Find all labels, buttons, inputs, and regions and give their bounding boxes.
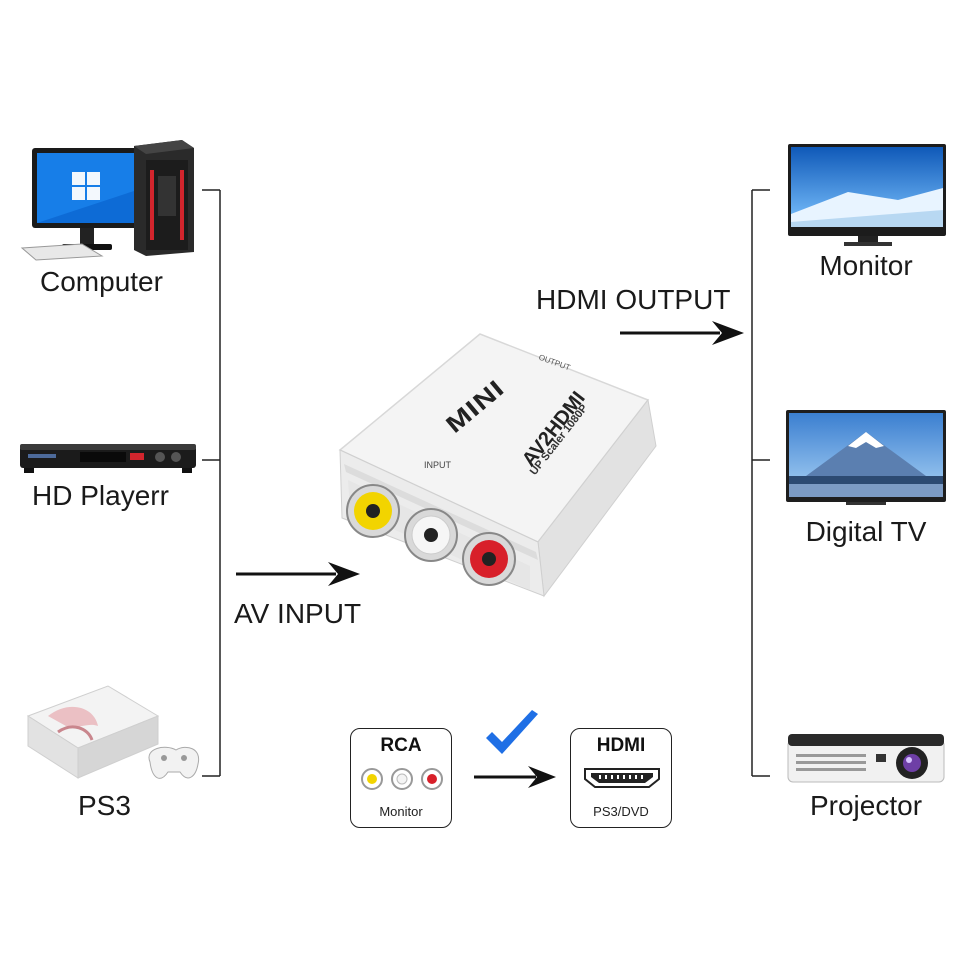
- computer-label: Computer: [40, 266, 163, 297]
- check-icon: [484, 710, 540, 762]
- av-input-arrow: [236, 560, 364, 588]
- hdmi-legend-box: HDMI PS3/DVD: [570, 728, 672, 828]
- digital-tv-image: [786, 410, 948, 506]
- input-bracket: [0, 0, 240, 800]
- rca-yellow-jack: [344, 482, 402, 540]
- projector-label: Projector: [809, 790, 923, 821]
- output-bracket: [740, 0, 780, 800]
- hdmi-legend-title: HDMI: [596, 735, 646, 756]
- digital-tv-label: Digital TV: [805, 516, 927, 547]
- rca-red-jack: [460, 530, 518, 588]
- ps3-label: PS3: [78, 790, 131, 821]
- monitor-image: [788, 144, 948, 248]
- converter-device: MINI AV2HDMI UP Scaler 1080P INPUT OUTPU…: [330, 330, 670, 600]
- rca-white-jack: [402, 506, 460, 564]
- computer-image: [20, 140, 202, 261]
- av-input-label: AV INPUT: [234, 598, 362, 629]
- rca-legend-title: RCA: [380, 735, 422, 756]
- hdmi-port-icon: [583, 767, 661, 789]
- device-input-port-label: INPUT: [424, 460, 451, 470]
- rca-to-hdmi-arrow: [474, 764, 558, 790]
- rca-legend-box: RCA Monitor: [350, 728, 452, 828]
- rca-legend-jacks: [358, 767, 446, 791]
- ps3-image: [18, 685, 202, 790]
- hd-player-label: HD Playerr: [32, 480, 169, 511]
- projector-image: [787, 734, 946, 786]
- hd-player-image: [20, 440, 198, 476]
- monitor-label: Monitor: [819, 250, 913, 281]
- hdmi-output-label: HDMI OUTPUT: [536, 284, 731, 315]
- hdmi-legend-sub: PS3/DVD: [593, 804, 649, 819]
- rca-legend-sub: Monitor: [379, 804, 423, 819]
- hdmi-output-arrow: [620, 318, 746, 348]
